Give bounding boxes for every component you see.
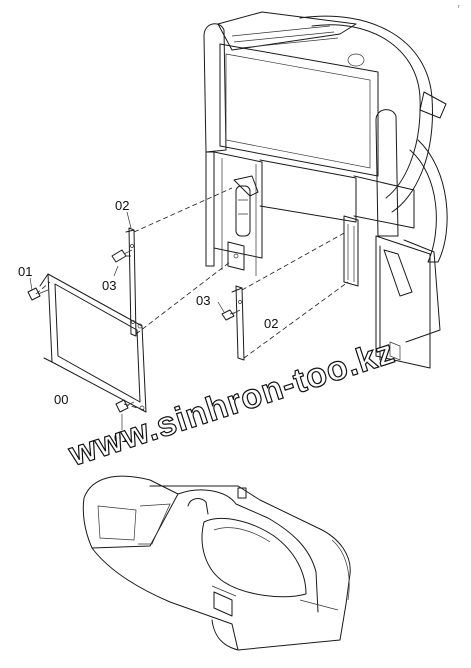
callout-01-lower: 01 (114, 430, 128, 445)
callout-00: 00 (54, 392, 68, 407)
bolt-part-01-lower (115, 399, 135, 413)
watermark-text: www.sinhron-too.kz (64, 332, 400, 473)
bolt-part-01-upper (27, 287, 49, 301)
radiator-assembly (203, 11, 448, 369)
callout-01-upper: 01 (18, 264, 32, 279)
leader-lines (29, 211, 225, 430)
excavator-illustration (82, 475, 351, 651)
bracket-part-02-right (231, 285, 245, 361)
bracket-part-02-left (125, 227, 137, 337)
corner-mark: r (458, 4, 460, 10)
condenser-frame (39, 273, 147, 413)
callout-03-right: 03 (196, 293, 210, 308)
assembly-lines (35, 187, 349, 411)
callout-03-left: 03 (102, 278, 116, 293)
callout-02-left: 02 (115, 198, 129, 213)
callout-02-right: 02 (264, 316, 278, 331)
callout-labels: 02 01 03 03 02 00 01 (18, 198, 278, 445)
